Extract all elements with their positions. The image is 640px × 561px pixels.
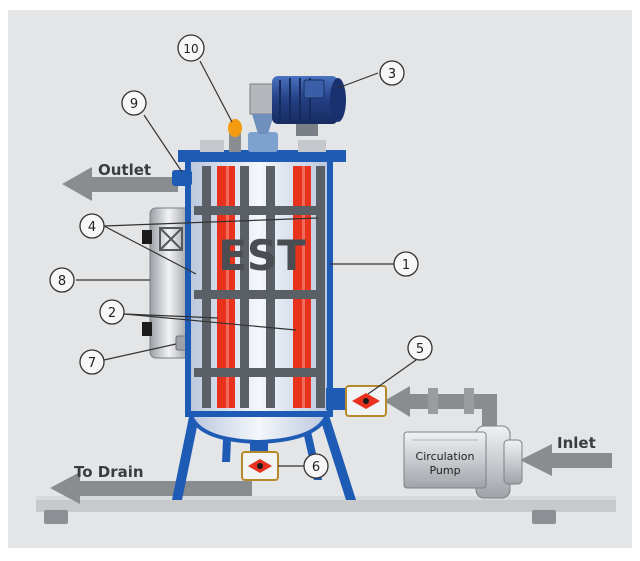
- drain-arrow: [50, 472, 252, 504]
- svg-text:8: 8: [58, 274, 66, 289]
- callout-10: 10: [177, 34, 205, 62]
- callout-3: 3: [379, 60, 405, 86]
- drain-label: To Drain: [74, 463, 144, 481]
- indicator-light: [228, 119, 242, 152]
- control-box: [142, 207, 193, 359]
- inlet-label: Inlet: [557, 434, 596, 452]
- vessel-lid: [178, 150, 346, 162]
- pump-label-line1: Circulation: [416, 450, 475, 463]
- inlet-arrow: [520, 444, 612, 476]
- circulation-pump: [403, 425, 523, 499]
- callout-2: 2: [99, 299, 125, 325]
- callout-5: 5: [407, 335, 433, 361]
- svg-text:5: 5: [416, 342, 424, 357]
- vessel-body: [185, 155, 333, 417]
- callout-7: 7: [79, 349, 105, 375]
- drain-valve-icon: [241, 440, 279, 481]
- svg-text:1: 1: [402, 258, 410, 273]
- svg-text:10: 10: [183, 42, 198, 56]
- svg-text:4: 4: [88, 220, 96, 235]
- outlet-arrow: [62, 167, 178, 201]
- callout-1: 1: [393, 251, 419, 277]
- outlet-label: Outlet: [98, 161, 151, 179]
- callout-4: 4: [79, 213, 105, 239]
- callout-8: 8: [49, 267, 75, 293]
- svg-text:6: 6: [312, 460, 320, 475]
- motor-icon: [249, 76, 346, 136]
- tank-label: EST: [218, 231, 306, 280]
- callout-6: 6: [303, 453, 329, 479]
- svg-text:7: 7: [88, 356, 96, 371]
- svg-text:2: 2: [108, 306, 116, 321]
- valve-icon: [326, 385, 387, 417]
- circulation-pipe: [384, 386, 499, 438]
- outlet-nozzle: [172, 170, 192, 186]
- svg-text:9: 9: [130, 97, 138, 112]
- svg-text:3: 3: [388, 67, 396, 82]
- mixer-coupling: [248, 132, 278, 152]
- callout-9: 9: [121, 90, 147, 116]
- pump-label-line2: Pump: [429, 464, 460, 477]
- leader-lines: [76, 60, 417, 467]
